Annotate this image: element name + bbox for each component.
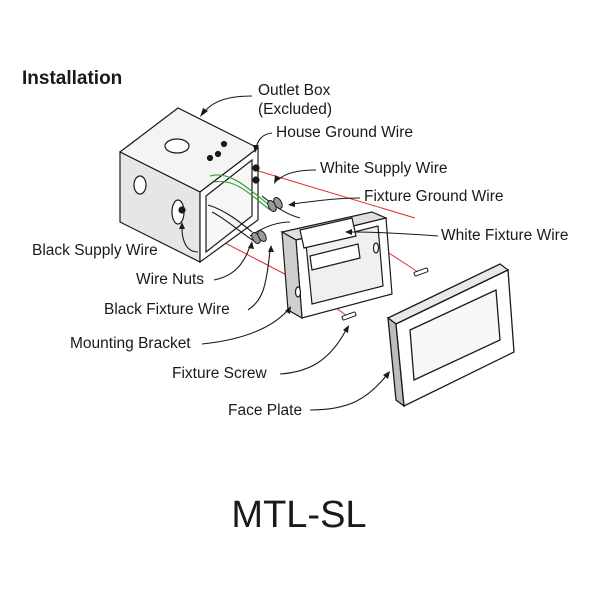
label-wire-nuts: Wire Nuts: [136, 271, 205, 288]
mounting-bracket: [280, 211, 393, 320]
label-outlet-box-note: (Excluded): [258, 101, 333, 118]
fixture-screws: [341, 267, 429, 321]
label-white-supply-wire: White Supply Wire: [320, 160, 448, 177]
outlet-box: [118, 107, 260, 264]
leader-lines: [181, 95, 439, 411]
leader-arrowheads: [179, 108, 390, 379]
label-face-plate: Face Plate: [228, 402, 303, 419]
wire-nuts: [251, 197, 283, 244]
label-black-fixture-wire: Black Fixture Wire: [104, 301, 230, 318]
installation-title: Installation: [22, 68, 123, 89]
label-mounting-bracket: Mounting Bracket: [70, 335, 191, 352]
label-house-ground-wire: House Ground Wire: [276, 124, 413, 141]
label-fixture-screw: Fixture Screw: [172, 365, 267, 382]
face-plate: [386, 263, 515, 408]
label-black-supply-wire: Black Supply Wire: [32, 242, 158, 259]
label-fixture-ground-wire: Fixture Ground Wire: [364, 188, 504, 205]
ground-wires: [209, 174, 271, 211]
label-outlet-box: Outlet Box: [258, 82, 331, 99]
model-number: MTL-SL: [231, 494, 367, 536]
label-white-fixture-wire: White Fixture Wire: [441, 227, 569, 244]
